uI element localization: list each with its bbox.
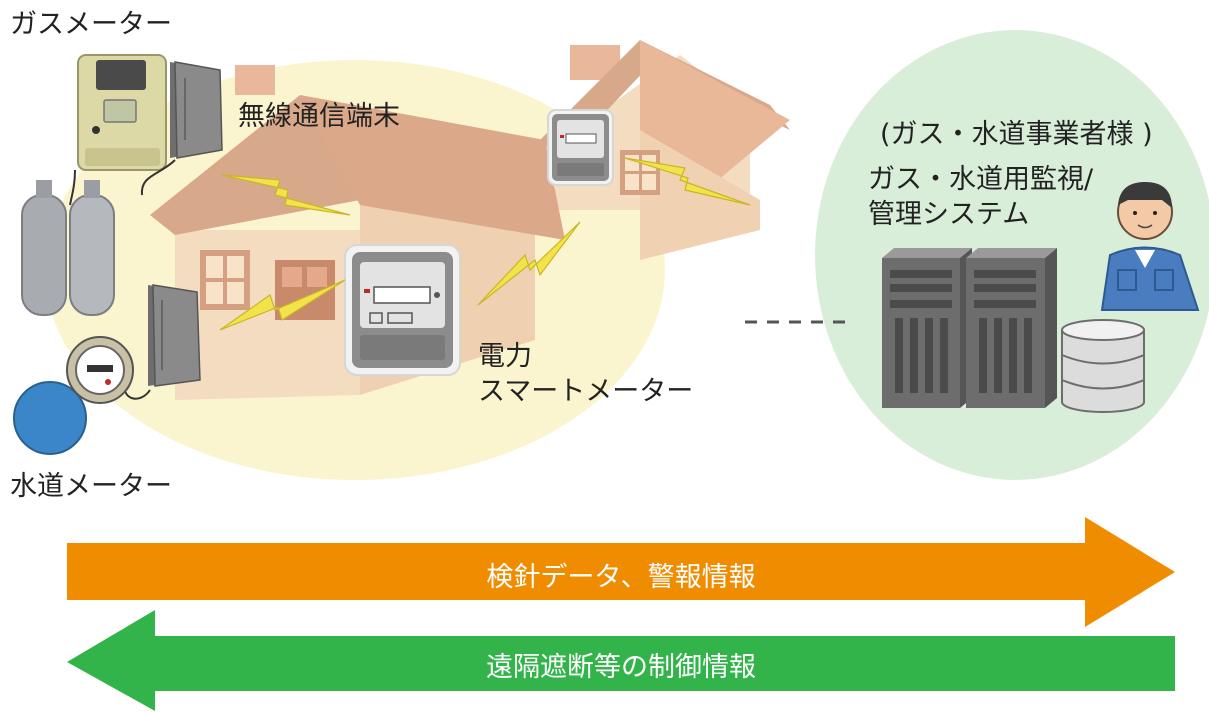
- forward-arrow: [67, 517, 1175, 627]
- wireless-terminal-icon: [140, 61, 223, 196]
- lightning-icon-2: [219, 279, 346, 331]
- water-meter-icon: [13, 336, 134, 455]
- smart-meter-label-line1: 電力: [478, 341, 532, 372]
- server-icon: [882, 248, 1057, 408]
- gas-meter-label: ガスメーター: [10, 9, 172, 40]
- smart-meter-label-line2: スマートメーター: [478, 376, 694, 407]
- wireless-terminal-label: 無線通信端末: [238, 101, 400, 132]
- gas-meter-icon: [77, 54, 167, 171]
- small-smart-meter-icon: [547, 109, 614, 186]
- water-wireless-terminal-icon: [123, 284, 201, 400]
- database-icon: [1061, 319, 1145, 413]
- system-label-line2: 管理システム: [868, 199, 1030, 230]
- system-label-line1: ガス・水道用監視/: [868, 164, 1094, 195]
- small-house-icon: [540, 40, 790, 260]
- water-meter-label: 水道メーター: [10, 471, 172, 502]
- operator-person-icon: [1100, 182, 1200, 311]
- lightning-icon-1: [221, 174, 351, 216]
- smart-meter-icon: [344, 244, 461, 376]
- backward-arrow-label: 遠隔遮断等の制御情報: [486, 652, 756, 683]
- lightning-icon-4: [624, 157, 751, 206]
- forward-arrow-label: 検針データ、警報情報: [486, 562, 756, 593]
- gas-cylinder-icon: [21, 169, 115, 316]
- operator-label: (ガス・水道事業者様 ): [880, 119, 1153, 150]
- backward-arrow: [67, 610, 1175, 711]
- lightning-icon-3: [477, 221, 581, 306]
